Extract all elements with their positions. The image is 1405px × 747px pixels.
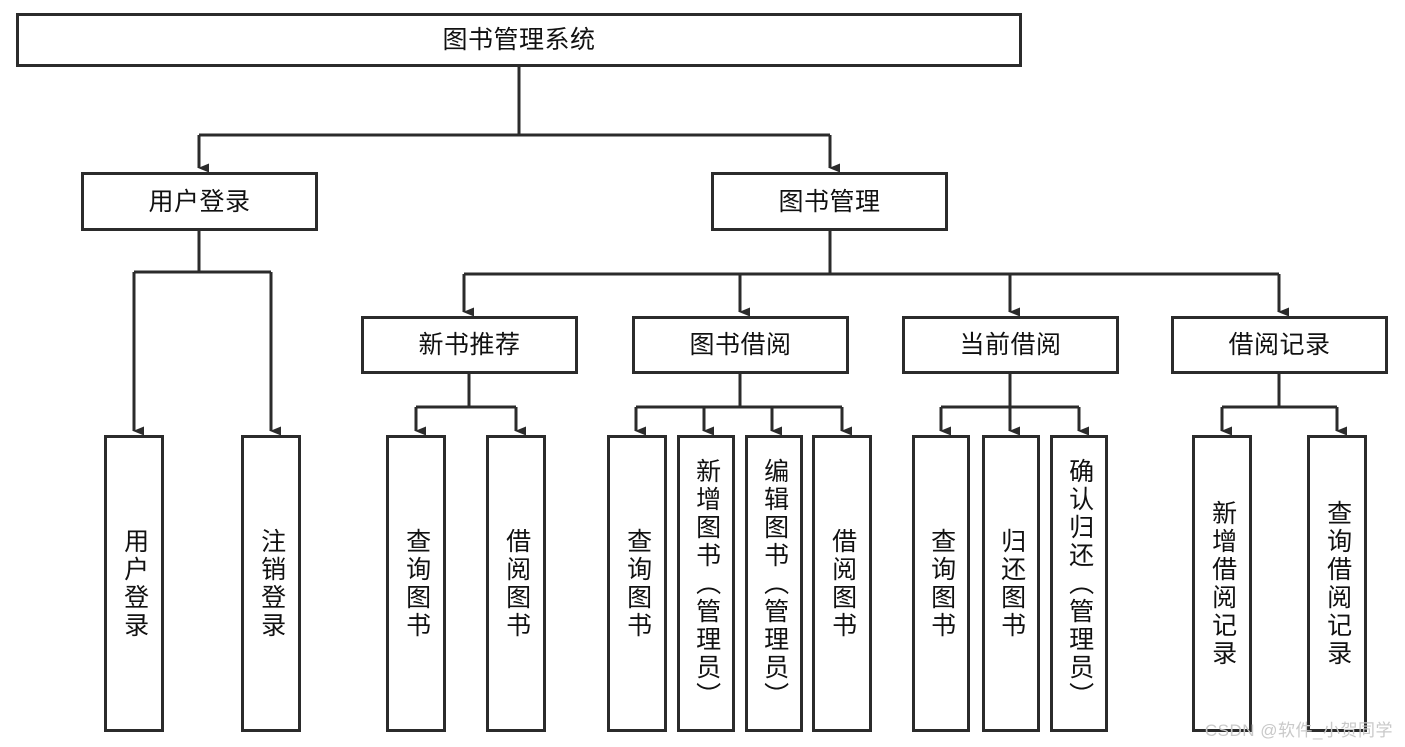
node-user-login-label: 用户登录: [148, 187, 251, 216]
node-current-borrow-label: 当前借阅: [959, 331, 1062, 359]
leaf-borrow-borrow-book[interactable]: 借阅图书: [812, 435, 872, 732]
node-borrow-record-label: 借阅记录: [1228, 331, 1331, 359]
node-current-borrow[interactable]: 当前借阅: [902, 316, 1119, 374]
leaf-new-book-borrow[interactable]: 借阅图书: [486, 435, 546, 732]
leaf-current-query-book-label: 查询图书: [927, 527, 956, 640]
leaf-user-login-logout-label: 注销登录: [257, 527, 286, 640]
leaf-borrow-edit-book[interactable]: 编辑图书（管理员）: [745, 435, 803, 732]
leaf-borrow-edit-book-label: 编辑图书（管理员）: [760, 457, 789, 710]
leaf-record-query-label: 查询借阅记录: [1323, 499, 1352, 668]
node-book-management[interactable]: 图书管理: [711, 172, 948, 231]
leaf-new-book-query-label: 查询图书: [402, 527, 431, 640]
node-new-book-recommend[interactable]: 新书推荐: [361, 316, 578, 374]
leaf-user-login-login-label: 用户登录: [120, 527, 149, 640]
leaf-record-add-label: 新增借阅记录: [1208, 499, 1237, 668]
leaf-borrow-add-book[interactable]: 新增图书（管理员）: [677, 435, 735, 732]
leaf-current-return-book[interactable]: 归还图书: [982, 435, 1040, 732]
leaf-current-confirm-return-label: 确认归还（管理员）: [1065, 457, 1094, 710]
leaf-borrow-query-book[interactable]: 查询图书: [607, 435, 667, 732]
node-book-borrow[interactable]: 图书借阅: [632, 316, 849, 374]
node-user-login[interactable]: 用户登录: [81, 172, 318, 231]
leaf-borrow-query-book-label: 查询图书: [623, 527, 652, 640]
leaf-current-query-book[interactable]: 查询图书: [912, 435, 970, 732]
node-borrow-record[interactable]: 借阅记录: [1171, 316, 1388, 374]
node-book-management-label: 图书管理: [778, 187, 881, 216]
leaf-borrow-add-book-label: 新增图书（管理员）: [692, 457, 721, 710]
leaf-current-return-book-label: 归还图书: [997, 527, 1026, 640]
node-book-borrow-label: 图书借阅: [689, 331, 792, 359]
leaf-borrow-borrow-book-label: 借阅图书: [828, 527, 857, 640]
node-root[interactable]: 图书管理系统: [16, 13, 1022, 67]
leaf-record-query[interactable]: 查询借阅记录: [1307, 435, 1367, 732]
leaf-user-login-login[interactable]: 用户登录: [104, 435, 164, 732]
leaf-new-book-borrow-label: 借阅图书: [502, 527, 531, 640]
node-root-label: 图书管理系统: [442, 26, 596, 54]
leaf-current-confirm-return[interactable]: 确认归还（管理员）: [1050, 435, 1108, 732]
leaf-record-add[interactable]: 新增借阅记录: [1192, 435, 1252, 732]
leaf-new-book-query[interactable]: 查询图书: [386, 435, 446, 732]
csdn-watermark: CSDN @软件_小贺同学: [1204, 721, 1393, 740]
node-new-book-recommend-label: 新书推荐: [418, 331, 521, 359]
leaf-user-login-logout[interactable]: 注销登录: [241, 435, 301, 732]
